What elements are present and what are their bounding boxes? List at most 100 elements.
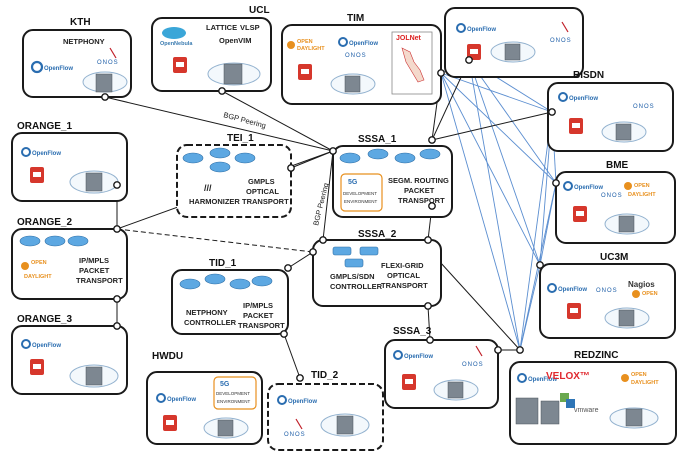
node-tid2[interactable]: TID_2 OpenFlow ONOS	[267, 370, 384, 451]
svg-text:DAYLIGHT: DAYLIGHT	[628, 192, 656, 198]
cloud-icon	[320, 413, 370, 437]
service-label: GMPLS	[248, 177, 275, 186]
node-sssa1[interactable]: SSSA_1 5G DEVELOPMENT ENVIRONMENT SEGM. …	[332, 134, 453, 218]
node-title: ORANGE_3	[17, 314, 72, 325]
openstack-logo	[30, 167, 44, 183]
openvim-label: OpenVIM	[219, 36, 252, 45]
node-title: ORANGE_2	[17, 217, 72, 228]
openstack-logo	[573, 206, 587, 222]
node-title: SSSA_3	[393, 326, 432, 337]
cloud-icon	[490, 41, 536, 63]
node-title: ORANGE_1	[17, 121, 72, 132]
service-label: TRANSPORT	[381, 281, 428, 290]
svg-text:OpenFlow: OpenFlow	[528, 377, 557, 383]
node-tim[interactable]: TIM OPEN DAYLIGHT OpenFlow ONOS JOLNet	[281, 13, 442, 105]
service-label: NETPHONY	[186, 308, 228, 317]
svg-text:DEVELOPMENT: DEVELOPMENT	[216, 391, 250, 396]
router-group-icon	[179, 273, 273, 290]
openstack-logo	[567, 303, 581, 319]
svg-text:OpenFlow: OpenFlow	[467, 27, 496, 33]
svg-text:DEVELOPMENT: DEVELOPMENT	[343, 191, 377, 196]
node-title: SSSA_2	[358, 229, 397, 240]
svg-text:OPEN: OPEN	[631, 372, 647, 378]
node-tid1[interactable]: TID_1 NETPHONY CONTROLLER IP/MPLS PACKET…	[171, 258, 289, 335]
service-label: CONTROLLER	[330, 282, 383, 291]
node-title: BISDN	[573, 70, 604, 81]
svg-text:OPEN: OPEN	[297, 39, 313, 45]
link-orange2-sssa2-dashed	[116, 228, 314, 253]
link-tid1-tid2	[283, 333, 301, 379]
openflow-logo: OpenFlow	[558, 92, 598, 102]
node-redzinc[interactable]: REDZINC OpenFlow VELOX™ OPEN DAYLIGHT vm…	[509, 350, 677, 445]
node-orange1[interactable]: ORANGE_1 OpenFlow	[11, 121, 128, 202]
openflow-logo: OpenFlow	[21, 147, 61, 157]
velox-logo: VELOX™	[546, 371, 590, 382]
openstack-logo	[467, 44, 481, 60]
node-orange2[interactable]: ORANGE_2 OPEN DAYLIGHT IP/MPLS PACKET TR…	[11, 217, 128, 300]
lattice-label: LATTICE	[206, 23, 237, 32]
svg-text:ENVIRONMENT: ENVIRONMENT	[217, 399, 251, 404]
service-label: PACKET	[79, 266, 110, 275]
opendaylight-logo: OPEN	[632, 290, 658, 298]
cloud-icon	[609, 407, 659, 429]
svg-text:ONOS: ONOS	[284, 432, 306, 438]
node-bisdn[interactable]: BISDN OpenFlow ONOS	[547, 70, 674, 152]
fiveg-dev-env-badge: 5G DEVELOPMENT ENVIRONMENT	[340, 173, 383, 212]
node-sssa2[interactable]: SSSA_2 GMPLS/SDN CONTROLLER FLEXI-GRID O…	[312, 229, 442, 307]
node-kth[interactable]: KTH NETPHONY OpenFlow ONOS	[22, 17, 132, 98]
node-tei1[interactable]: TEI_1 /// HARMONIZER GMPLS OPTICAL TRANS…	[176, 133, 292, 218]
node-title: KTH	[70, 17, 91, 28]
onos-logo: ONOS	[345, 53, 367, 59]
openflow-logo: OpenFlow	[277, 395, 317, 405]
svg-text:OpenFlow: OpenFlow	[288, 399, 317, 405]
opendaylight-logo: OPEN DAYLIGHT	[21, 260, 52, 280]
node-hwdu[interactable]: HWDU OpenFlow 5G DEVELOPMENT ENVIRONMENT	[146, 351, 263, 445]
jolnet-map: JOLNet	[391, 31, 433, 95]
node-bme[interactable]: BME OpenFlow ONOS OPEN DAYLIGHT	[555, 160, 676, 244]
node-sssa3[interactable]: SSSA_3 OpenFlow ONOS	[384, 326, 499, 409]
cloud-icon	[604, 213, 650, 235]
openstack-logo	[173, 57, 187, 73]
cloud-icon	[207, 62, 261, 86]
svg-text:OpenFlow: OpenFlow	[167, 397, 196, 403]
node-uc3m[interactable]: UC3M Nagios OpenFlow ONOS OPEN	[539, 252, 676, 339]
openstack-logo	[298, 64, 312, 80]
node-title: SSSA_1	[358, 134, 397, 145]
openstack-logo	[163, 415, 177, 431]
node-title: BME	[606, 160, 629, 171]
node-title: TID_1	[209, 258, 237, 269]
openflow-logo: OpenFlow	[563, 181, 603, 191]
link-sssa1-bisdn	[431, 111, 553, 141]
openstack-logo	[569, 118, 583, 134]
node-orange3[interactable]: ORANGE_3 OpenFlow	[11, 314, 128, 395]
link-layer	[104, 59, 557, 379]
svg-text:ENVIRONMENT: ENVIRONMENT	[344, 199, 378, 204]
svg-text:JOLNet: JOLNet	[396, 35, 422, 42]
onos-logo: ONOS	[596, 288, 618, 294]
service-label: FLEXI-GRID	[381, 261, 424, 270]
onos-logo: ONOS	[462, 345, 483, 368]
svg-text:OpenFlow: OpenFlow	[32, 151, 61, 157]
opendaylight-logo: OPEN DAYLIGHT	[621, 372, 659, 386]
svg-text:OPEN: OPEN	[31, 260, 47, 266]
server-rack-icon	[515, 397, 560, 425]
svg-text:OPEN: OPEN	[634, 183, 650, 189]
svg-text:5G: 5G	[220, 381, 230, 388]
node-title: REDZINC	[574, 350, 618, 361]
cloud-icon	[433, 379, 479, 401]
bgp-peering-label-2: BGP Peering	[311, 182, 330, 227]
onos-logo: ONOS	[97, 47, 118, 66]
node-ucl[interactable]: UCL LATTICE VLSP OpenVIM OpenNebula	[151, 5, 272, 92]
node-top-right[interactable]: OpenFlow ONOS	[444, 7, 584, 78]
svg-text:DAYLIGHT: DAYLIGHT	[631, 380, 659, 386]
openflow-logo: OpenFlow	[393, 350, 433, 360]
opendaylight-logo: OPEN DAYLIGHT	[287, 39, 325, 52]
openflow-logo: OpenFlow	[547, 283, 587, 293]
openflow-logo: OpenFlow	[338, 37, 378, 47]
openflow-logo: OpenFlow	[456, 23, 496, 33]
onos-logo: ONOS	[633, 104, 655, 110]
service-label: PACKET	[404, 186, 435, 195]
svg-text:OpenFlow: OpenFlow	[569, 96, 598, 102]
link-sssa2-redzinc	[439, 261, 521, 351]
onos-logo: ONOS	[284, 418, 306, 438]
